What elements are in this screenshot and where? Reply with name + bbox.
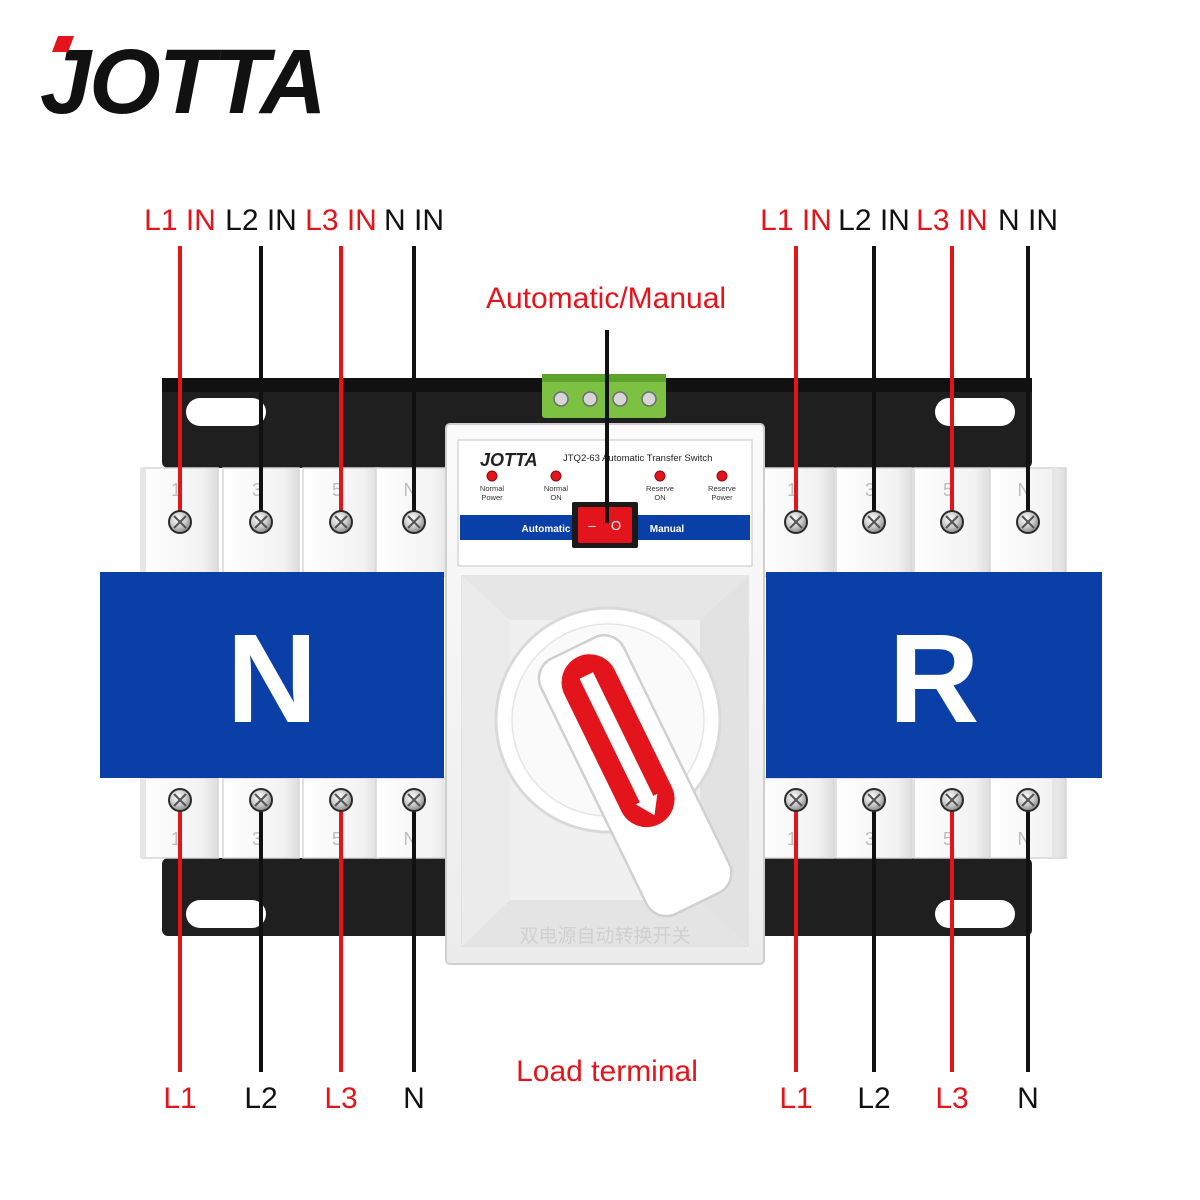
pole-number-left-bottom-2: 3 bbox=[252, 829, 262, 849]
automatic-manual-rocker-switch[interactable]: – O bbox=[572, 502, 638, 548]
wiring bbox=[168, 246, 1040, 1072]
pole-number-right-top-3: 5 bbox=[943, 480, 953, 500]
controller-brand: JOTTA bbox=[480, 450, 538, 470]
led-light-icon bbox=[486, 470, 498, 482]
led-light-icon bbox=[550, 470, 562, 482]
input-label-left-4: N IN bbox=[384, 204, 444, 237]
load-label-left-1: L1 bbox=[163, 1082, 196, 1115]
controller-model: JTQ2-63 Automatic Transfer Switch bbox=[563, 453, 712, 464]
mounting-slot bbox=[935, 900, 1015, 928]
panel-normal-letter: N bbox=[227, 608, 318, 749]
input-label-left-1: L1 IN bbox=[144, 204, 216, 237]
pole-number-left-bottom-3: 5 bbox=[332, 829, 342, 849]
input-screw-right-1 bbox=[784, 510, 808, 534]
arrow-down-icon bbox=[635, 793, 658, 816]
load-label-left-4: N bbox=[403, 1082, 425, 1115]
load-screw-left-1 bbox=[168, 788, 192, 812]
input-label-right-3: L3 IN bbox=[916, 204, 988, 237]
mounting-slot bbox=[186, 900, 266, 928]
load-screw-left-4 bbox=[402, 788, 426, 812]
led-label-line1: Normal bbox=[480, 484, 505, 493]
led-label-line1: Reserve bbox=[708, 484, 736, 493]
logo-text: JOTTA bbox=[40, 31, 325, 133]
rocker-off-mark: – bbox=[588, 518, 596, 533]
load-screw-left-2 bbox=[249, 788, 273, 812]
input-screw-right-2 bbox=[862, 510, 886, 534]
load-label-left-3: L3 bbox=[324, 1082, 357, 1115]
load-label-right-3: L3 bbox=[935, 1082, 968, 1115]
input-label-right-2: L2 IN bbox=[838, 204, 910, 237]
input-screw-left-3 bbox=[329, 510, 353, 534]
panel-normal: N bbox=[100, 572, 444, 778]
panel-reserve: R bbox=[766, 572, 1102, 778]
load-label-right-2: L2 bbox=[857, 1082, 890, 1115]
rotary-handle[interactable] bbox=[494, 606, 739, 924]
led-label-line2: Power bbox=[711, 493, 733, 502]
load-label-right-4: N bbox=[1017, 1082, 1039, 1115]
pole-number-right-top-1: 1 bbox=[787, 480, 797, 500]
rocker-on-mark: O bbox=[611, 518, 621, 533]
input-label-left-2: L2 IN bbox=[225, 204, 297, 237]
led-light-icon bbox=[716, 470, 728, 482]
handle-caption: 双电源自动转换开关 bbox=[519, 925, 690, 947]
pole-number-left-top-2: 3 bbox=[252, 480, 262, 500]
pole-number-right-top-2: 3 bbox=[865, 480, 875, 500]
pole-number-right-bottom-1: 1 bbox=[787, 829, 797, 849]
led-label-line2: ON bbox=[550, 493, 561, 502]
panel-reserve-letter: R bbox=[889, 608, 980, 749]
control-terminal-block bbox=[542, 374, 666, 418]
input-screw-right-4 bbox=[1016, 510, 1040, 534]
load-label-right-1: L1 bbox=[779, 1082, 812, 1115]
load-terminal-callout: Load terminal bbox=[516, 1055, 698, 1088]
load-screw-left-3 bbox=[329, 788, 353, 812]
mode-label-manual: Manual bbox=[650, 524, 685, 535]
pole-number-left-top-1: 1 bbox=[171, 480, 181, 500]
pole-number-left-bottom-1: 1 bbox=[171, 829, 181, 849]
pole-number-right-bottom-3: 5 bbox=[943, 829, 953, 849]
mode-label-automatic: Automatic bbox=[522, 524, 571, 535]
led-label-line2: ON bbox=[654, 493, 665, 502]
input-label-right-1: L1 IN bbox=[760, 204, 832, 237]
mounting-slot bbox=[935, 398, 1015, 426]
mounting-slot bbox=[186, 398, 266, 426]
load-screw-right-2 bbox=[862, 788, 886, 812]
load-label-left-2: L2 bbox=[244, 1082, 277, 1115]
input-screw-left-1 bbox=[168, 510, 192, 534]
input-screw-right-3 bbox=[940, 510, 964, 534]
pole-number-left-top-3: 5 bbox=[332, 480, 342, 500]
logo-accent-mark bbox=[52, 36, 74, 52]
led-label-line2: Power bbox=[481, 493, 503, 502]
load-screw-right-1 bbox=[784, 788, 808, 812]
input-label-right-4: N IN bbox=[998, 204, 1058, 237]
mode-switch-callout: Automatic/Manual bbox=[486, 282, 726, 315]
input-screw-left-2 bbox=[249, 510, 273, 534]
input-label-left-3: L3 IN bbox=[305, 204, 377, 237]
led-light-icon bbox=[654, 470, 666, 482]
input-screw-left-4 bbox=[402, 510, 426, 534]
brand-logo: JOTTA bbox=[40, 31, 327, 133]
pole-number-right-bottom-2: 3 bbox=[865, 829, 875, 849]
load-screw-right-3 bbox=[940, 788, 964, 812]
load-screw-right-4 bbox=[1016, 788, 1040, 812]
led-label-line1: Reserve bbox=[646, 484, 674, 493]
led-label-line1: Normal bbox=[544, 484, 569, 493]
